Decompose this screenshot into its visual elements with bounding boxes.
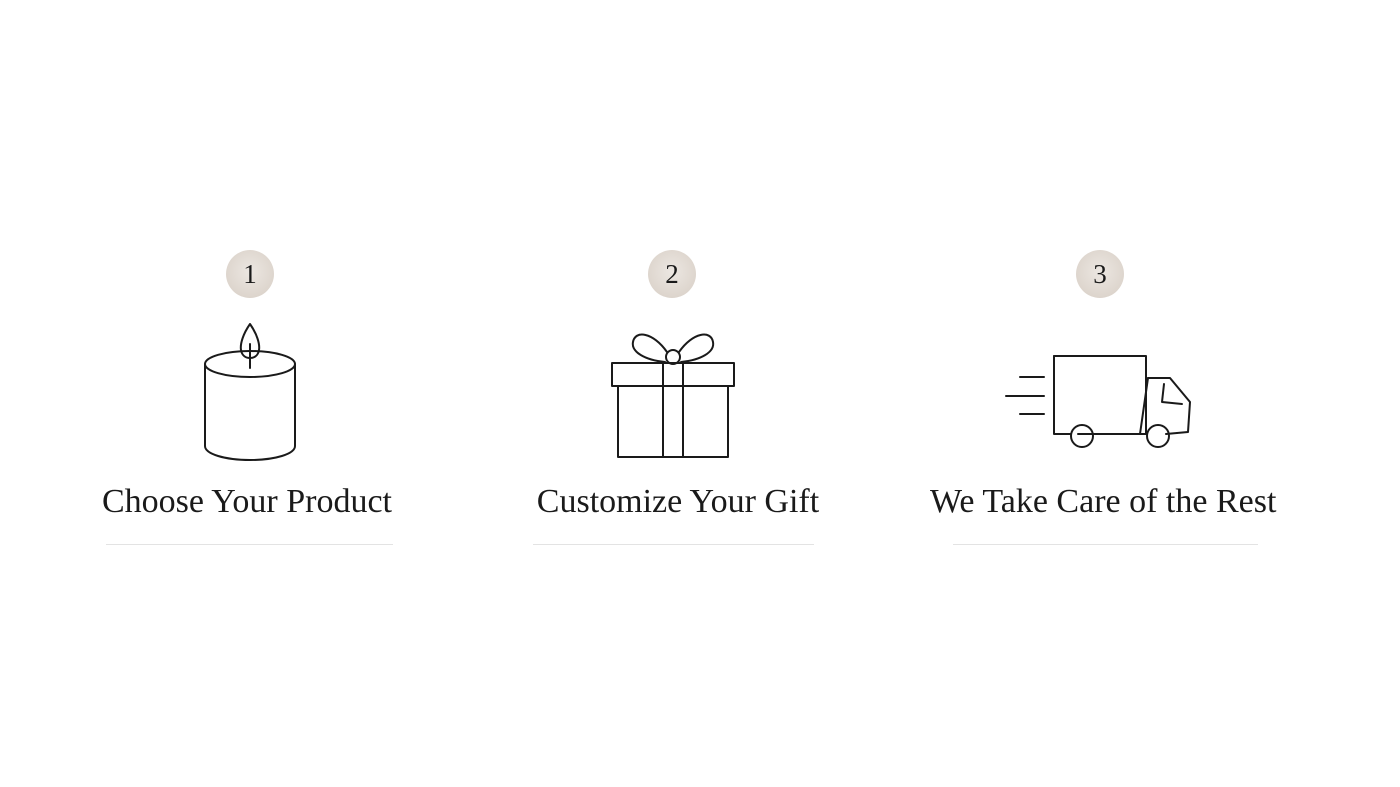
step-title: Customize Your Gift	[536, 483, 820, 520]
step-divider	[533, 544, 814, 545]
candle-icon	[80, 322, 420, 462]
step-title: Choose Your Product	[102, 483, 392, 520]
step-title: We Take Care of the Rest	[930, 483, 1277, 520]
step-divider	[953, 544, 1258, 545]
delivery-truck-icon	[930, 322, 1270, 462]
step-customize-gift: 2 Customize Your Gift	[503, 250, 843, 550]
step-delivery: 3 We Take Care of the Rest	[930, 250, 1277, 550]
step-number-badge: 3	[1076, 250, 1124, 298]
step-choose-product: 1 Choose Your Product	[80, 250, 420, 550]
step-number-badge: 2	[648, 250, 696, 298]
step-number-badge: 1	[226, 250, 274, 298]
step-divider	[106, 544, 393, 545]
gift-box-icon	[503, 322, 843, 462]
